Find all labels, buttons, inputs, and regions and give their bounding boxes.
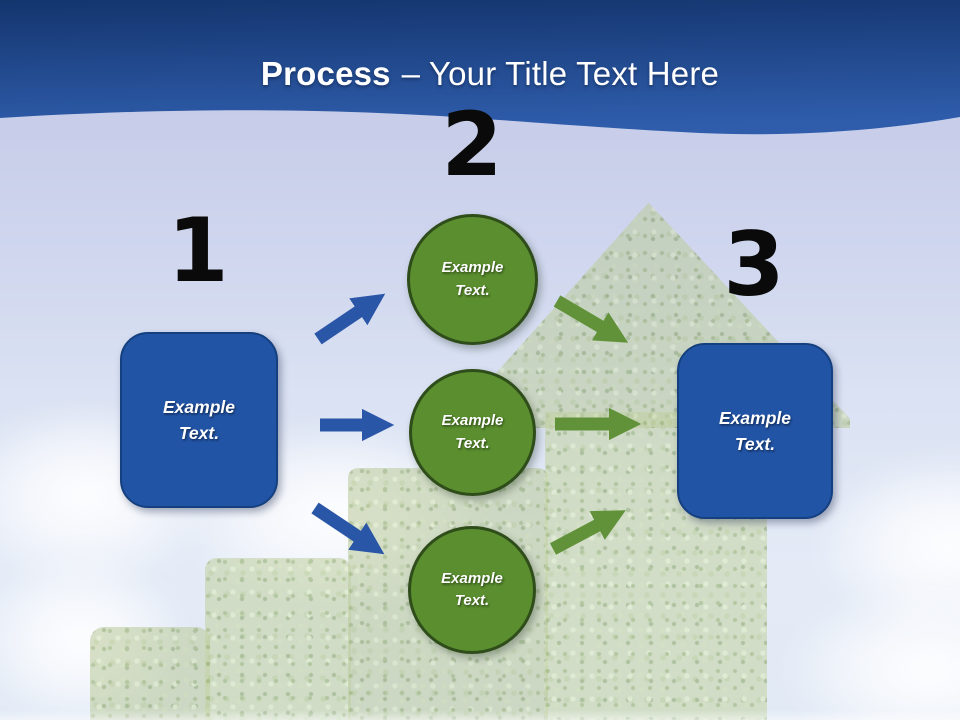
- blue-arrow-top: [314, 293, 386, 345]
- process-circle-1: Example Text.: [407, 214, 538, 345]
- start-box: Example Text.: [120, 332, 278, 508]
- step-number-3: 3: [723, 213, 785, 316]
- process-circle-3: Example Text.: [408, 526, 536, 654]
- process-circle-2-label: Example Text.: [441, 412, 504, 452]
- end-box: Example Text.: [677, 343, 833, 519]
- step-number-2: 2: [441, 93, 503, 196]
- hedge-bar-2: [205, 558, 351, 720]
- bottom-fade: [0, 710, 960, 720]
- process-circle-1-label: Example Text.: [441, 259, 504, 299]
- page-title: Process – Your Title Text Here: [0, 55, 960, 93]
- title-rest: – Your Title Text Here: [401, 55, 720, 92]
- header-band: [0, 0, 960, 135]
- hedge-bar-1: [90, 627, 210, 720]
- step-number-1: 1: [167, 199, 229, 302]
- title-emphasis: Process: [260, 55, 391, 92]
- cloud: [780, 580, 960, 720]
- process-circle-3-label: Example Text.: [441, 569, 503, 610]
- start-box-label: Example Text.: [163, 396, 235, 443]
- end-box-label: Example Text.: [719, 407, 791, 454]
- process-circle-2: Example Text.: [409, 369, 536, 496]
